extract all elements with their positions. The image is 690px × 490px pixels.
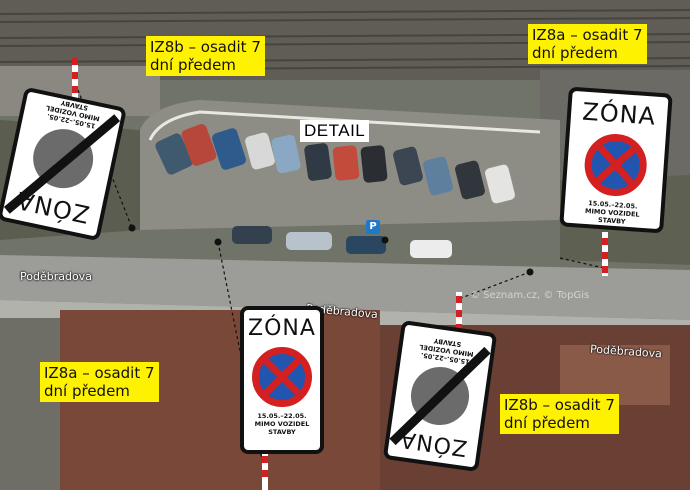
- callout-iz8a-top: IZ8a – osadit 7 dní předem: [528, 24, 647, 64]
- sign-zone-heading: ZÓNA: [248, 316, 316, 341]
- parked-cars-bottom: [232, 226, 452, 258]
- parked-cars-top: [155, 124, 515, 204]
- map-attribution: © Seznam.cz, © TopGis: [470, 290, 590, 301]
- yard-lower-left: [0, 318, 60, 490]
- callout-iz8b-top: IZ8b – osadit 7 dní předem: [146, 36, 265, 76]
- sign-zone-heading: ZÓNA: [581, 97, 657, 131]
- callout-iz8a-bottom: IZ8a – osadit 7 dní předem: [40, 362, 159, 402]
- sign-dates: 15.05.–22.05.: [257, 412, 307, 420]
- sign-zone-end-bottom[interactable]: ZÓNA 15.05.–22.05. MIMO VOZIDEL STAVBY: [382, 320, 498, 472]
- sign-zone-start-bottom[interactable]: ZÓNA 15.05.–22.05. MIMO VOZIDEL STAVBY: [240, 306, 324, 454]
- parking-icon: P: [366, 220, 380, 234]
- sign-poles: [72, 58, 608, 490]
- sign-purpose: STAVBY: [268, 428, 296, 436]
- sign-except: MIMO VOZIDEL: [254, 420, 310, 428]
- curb-line: [148, 110, 541, 141]
- no-stopping-icon: [252, 347, 312, 407]
- street-label-left: Poděbradova: [20, 270, 92, 283]
- detail-label: DETAIL: [300, 120, 370, 142]
- road-podebradova: [0, 255, 690, 320]
- sign-position-markers: [128, 224, 534, 276]
- sign-zone-start-top[interactable]: ZÓNA 15.05.–22.05. MIMO VOZIDEL STAVBY: [559, 86, 673, 234]
- no-stopping-icon: [582, 131, 649, 199]
- callout-iz8b-bottom: IZ8b – osadit 7 dní předem: [500, 394, 619, 434]
